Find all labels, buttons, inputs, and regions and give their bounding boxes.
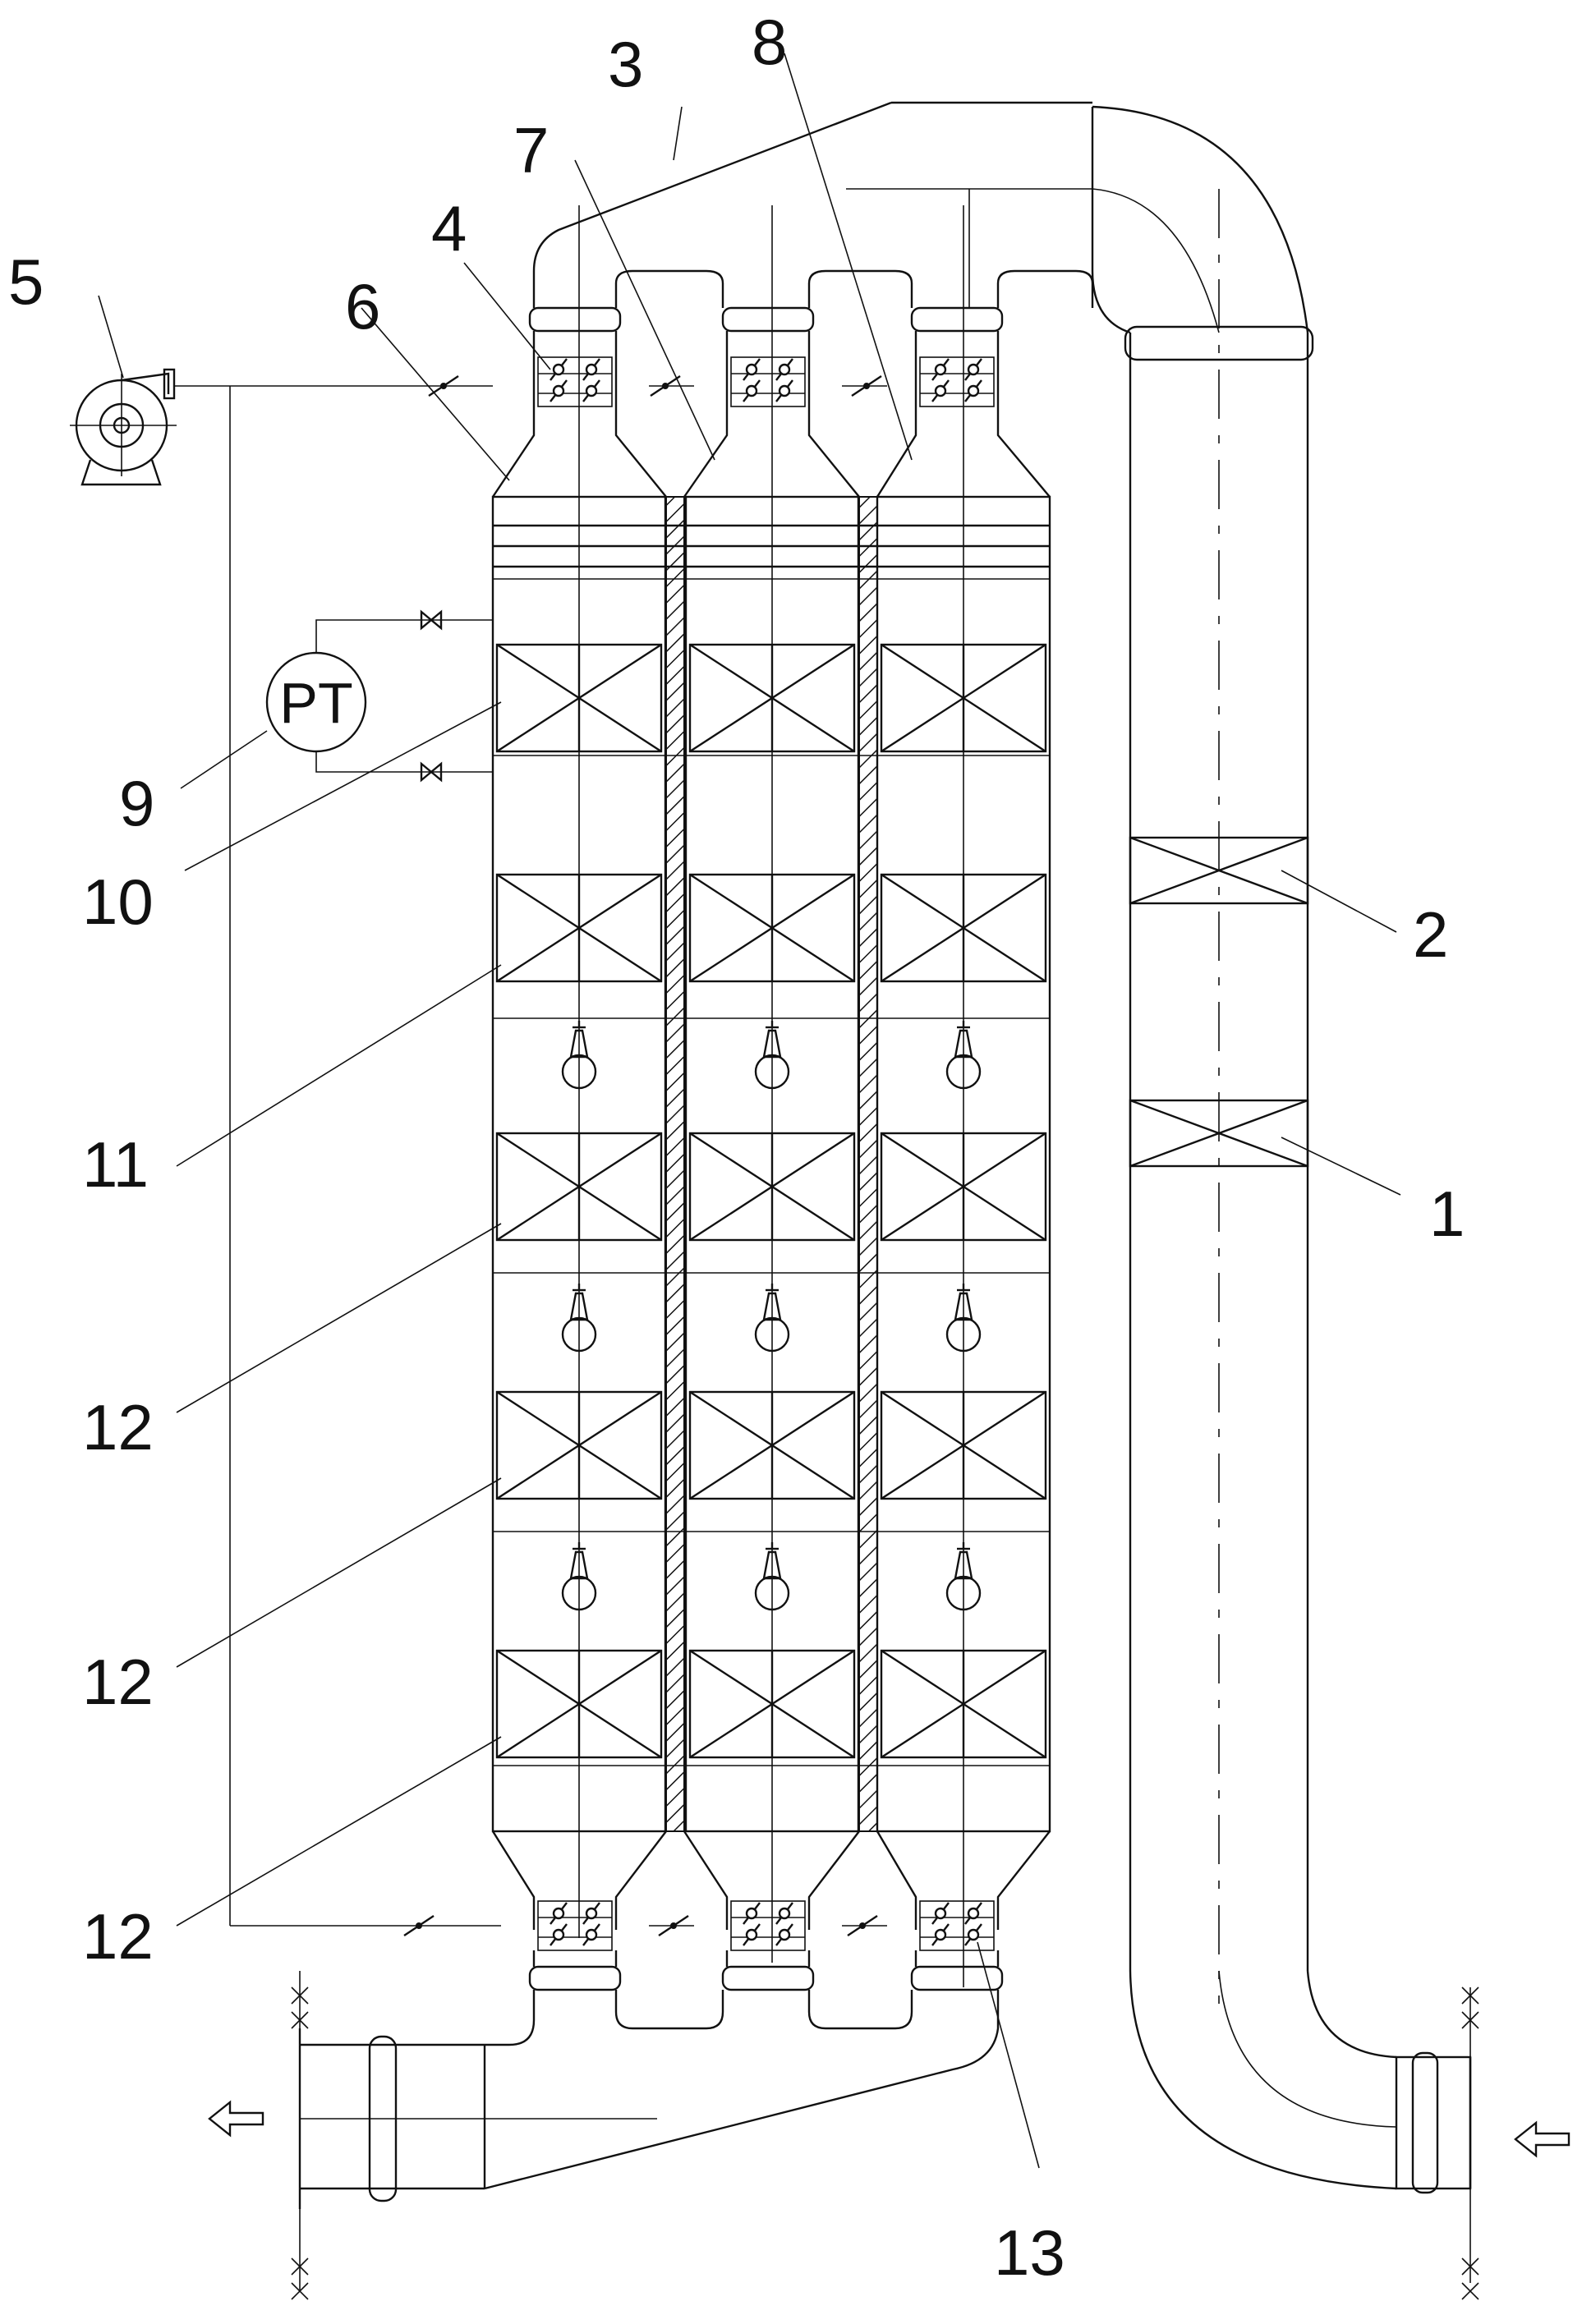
pressure-transmitter: PT bbox=[267, 612, 493, 780]
reactors bbox=[493, 205, 1050, 1990]
label-6: 6 bbox=[345, 270, 380, 342]
label-3: 3 bbox=[608, 28, 643, 100]
label-2: 2 bbox=[1413, 898, 1448, 971]
fan-and-bypass bbox=[70, 370, 887, 1936]
label-7: 7 bbox=[513, 114, 549, 186]
label-10: 10 bbox=[82, 866, 154, 938]
label-12c: 12 bbox=[82, 1900, 154, 1973]
outlet-header bbox=[209, 1971, 998, 2291]
pt-text: PT bbox=[279, 671, 352, 735]
label-8: 8 bbox=[752, 6, 787, 78]
top-header-duct bbox=[534, 103, 1092, 308]
label-9: 9 bbox=[119, 767, 154, 839]
label-4: 4 bbox=[431, 192, 467, 264]
part-labels: 1 2 3 4 5 6 7 8 9 10 11 12 12 12 13 bbox=[8, 6, 1465, 2289]
label-13: 13 bbox=[994, 2216, 1065, 2289]
label-11: 11 bbox=[82, 1128, 149, 1201]
inlet-duct bbox=[1092, 107, 1569, 2283]
label-5: 5 bbox=[8, 246, 44, 318]
label-12b: 12 bbox=[82, 1646, 154, 1718]
label-12a: 12 bbox=[82, 1391, 154, 1463]
label-1: 1 bbox=[1429, 1178, 1465, 1250]
break-marks bbox=[292, 1987, 1479, 2299]
